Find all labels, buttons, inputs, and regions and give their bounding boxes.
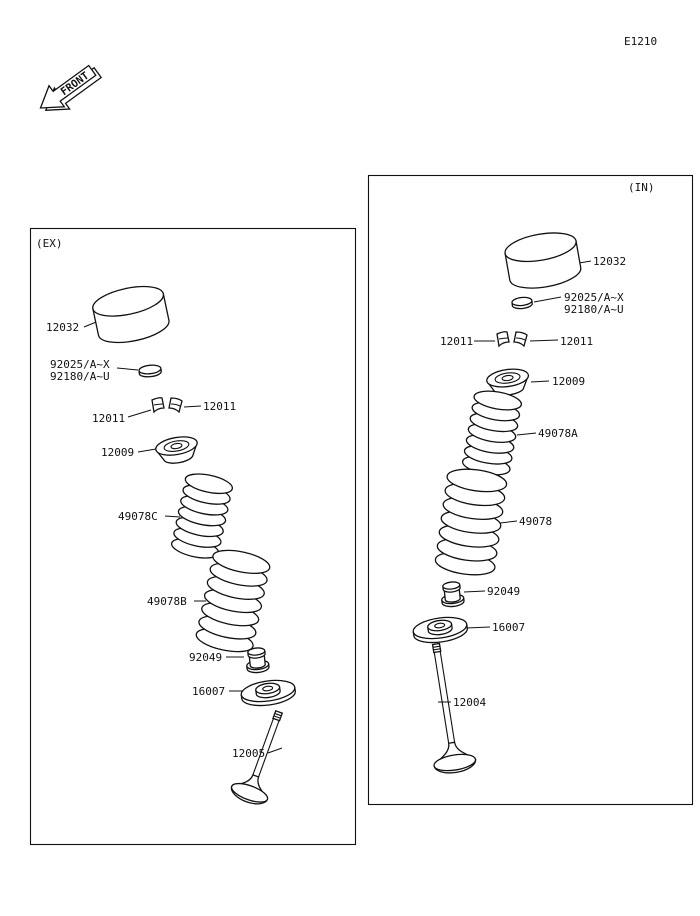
page-code: E1210 [624,35,658,48]
in-group-box [367,174,694,806]
in-retainer-drawing [486,368,530,396]
ex-label-tappet: 12032 [46,321,80,334]
ex-label-keeper-right: 12011 [203,400,237,413]
ex-label-retainer: 12009 [101,446,135,459]
ex-label-shim-line1: 92025/A~X [50,358,110,371]
in-label-spring-lower: 49078 [519,515,553,528]
in-seat-drawing [412,616,468,644]
in-label-seal: 92049 [487,585,521,598]
in-tappet-drawing [504,232,582,289]
in-label-seat: 16007 [492,621,526,634]
in-box-label: (IN) [628,181,655,194]
ex-shim-drawing [138,364,162,378]
in-label-shim-line2: 92180/A~U [564,303,624,316]
ex-label-shim-line2: 92180/A~U [50,370,110,383]
ex-seal-drawing [246,647,270,674]
ex-keepers-drawing [151,397,183,414]
ex-label-seal: 92049 [189,651,223,664]
in-seal-drawing [441,581,465,608]
ex-tappet-drawing [92,285,170,344]
in-lower-spring-drawing [434,468,508,576]
ex-retainer-drawing [155,436,198,464]
in-shim-drawing [511,296,533,310]
in-label-shim-line1: 92025/A~X [564,291,624,304]
ex-label-valve: 12005 [232,747,266,760]
in-keepers-drawing [496,331,528,348]
in-label-valve: 12004 [453,696,487,709]
ex-leader-lines [83,319,283,754]
ex-label-seat: 16007 [192,685,226,698]
ex-valve-drawing [230,709,284,805]
in-label-spring-upper: 49078A [538,427,578,440]
in-label-keeper-left: 12011 [440,335,474,348]
ex-label-spring-upper: 49078C [118,510,158,523]
in-valve-drawing [431,642,477,774]
ex-lower-spring-drawing [195,549,271,653]
in-label-retainer: 12009 [552,375,586,388]
ex-seat-drawing [240,679,296,707]
ex-upper-spring-drawing [170,473,234,559]
in-label-keeper-right: 12011 [560,335,594,348]
front-arrow: FRONT [39,64,103,111]
in-upper-spring-drawing [461,390,523,476]
ex-group-box [29,227,357,846]
in-label-tappet: 12032 [593,255,627,268]
ex-box-label: (EX) [36,237,63,250]
ex-label-spring-lower: 49078B [147,595,187,608]
in-leader-lines [438,260,592,703]
ex-label-keeper-left: 12011 [92,412,126,425]
